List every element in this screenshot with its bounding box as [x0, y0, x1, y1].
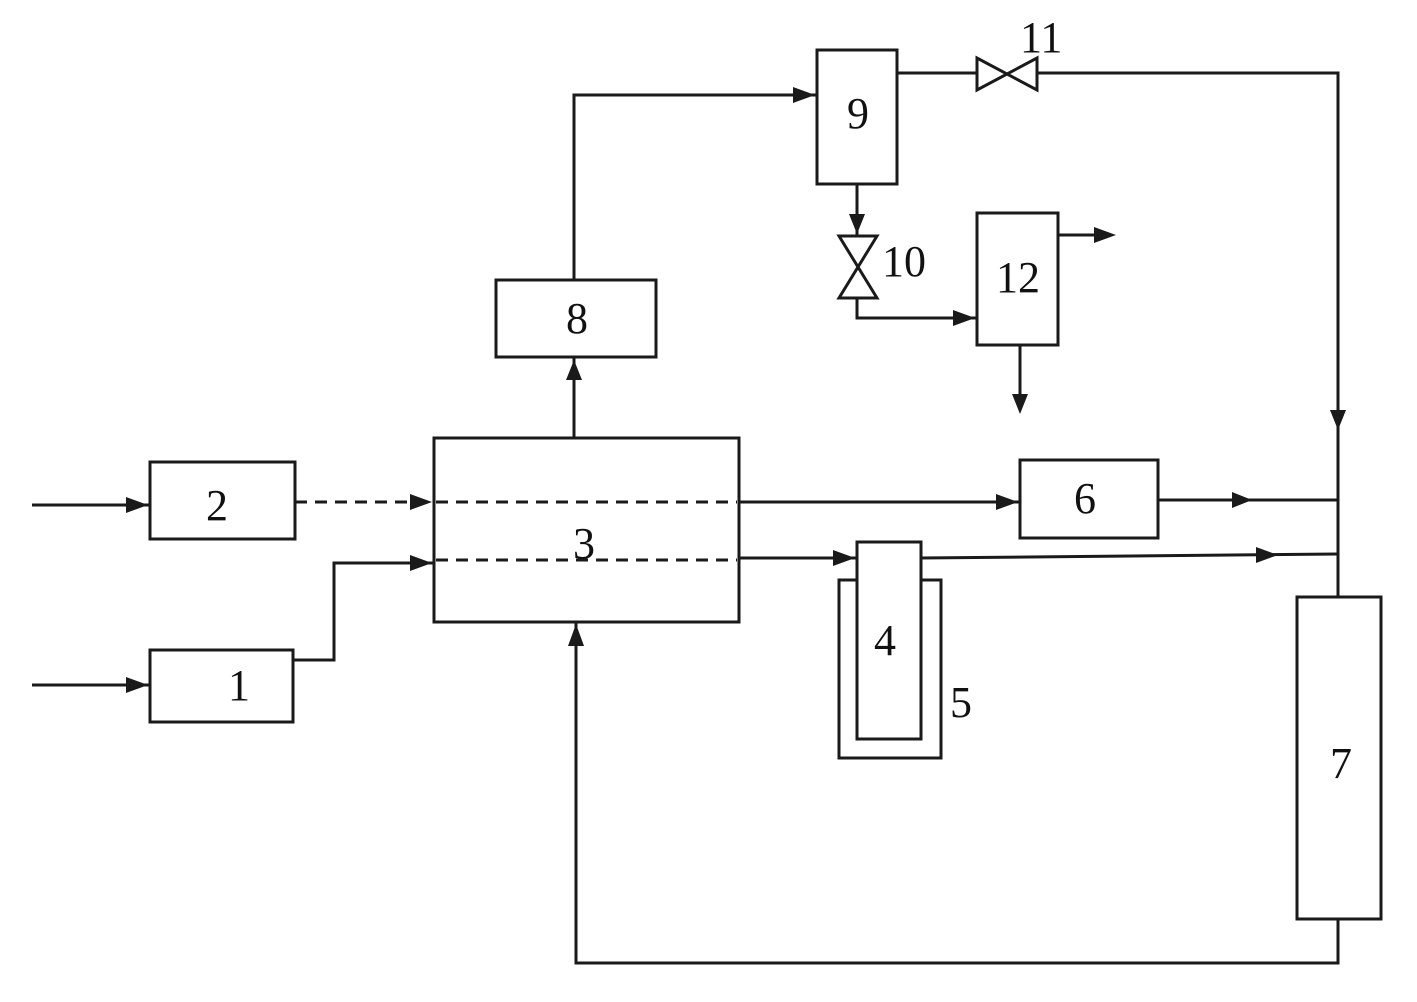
arrow-8-into-9: [793, 87, 815, 103]
label-unit-3: 3: [573, 519, 595, 568]
unit-6-box: [1018, 458, 1160, 540]
unit-9-box: [815, 48, 899, 186]
label-unit-2: 2: [206, 481, 228, 530]
line-valve-10-to-12: [855, 298, 977, 320]
arrow-3-into-8: [566, 360, 582, 380]
unit-1-box: [148, 648, 295, 724]
label-valve-11: 11: [1020, 13, 1062, 62]
unit-8-box: [494, 278, 658, 359]
arrow-12-outlet-right: [1094, 227, 1116, 243]
unit-4-box: [855, 540, 923, 741]
arrow-into-1: [126, 677, 148, 693]
arrow-valve-10-into-12: [953, 310, 975, 326]
label-unit-12: 12: [996, 253, 1040, 302]
label-unit-1: 1: [228, 661, 250, 710]
arrow-2-into-3: [410, 494, 432, 510]
arrow-12-outlet-down: [1012, 394, 1028, 414]
line-1-to-3: [293, 561, 434, 662]
label-unit-7: 7: [1330, 739, 1352, 788]
label-unit-9: 9: [847, 89, 869, 138]
label-unit-5: 5: [950, 678, 972, 727]
valve-11-icon: [975, 55, 1039, 93]
arrow-9-into-valve-10: [849, 214, 865, 234]
arrow-6-outlet: [1232, 492, 1252, 508]
unit-3-box: [432, 436, 741, 624]
valve-10-icon: [836, 234, 880, 300]
line-8-to-9: [572, 93, 817, 280]
unit-2-box: [148, 460, 297, 541]
arrow-1-into-3: [410, 555, 432, 571]
label-unit-6: 6: [1074, 474, 1096, 523]
label-unit-4: 4: [874, 616, 896, 665]
arrow-down-to-7: [1330, 410, 1346, 430]
label-unit-8: 8: [566, 294, 588, 343]
unit-12-box: [975, 211, 1060, 347]
arrow-4-outlet: [1256, 547, 1278, 563]
arrow-3-into-4: [833, 550, 855, 566]
arrow-recycle-into-3: [568, 624, 584, 646]
label-valve-10: 10: [882, 237, 926, 286]
arrow-into-2: [126, 497, 148, 513]
arrow-3-into-6: [996, 494, 1018, 510]
recycle-line-7-to-3: [574, 622, 1340, 965]
